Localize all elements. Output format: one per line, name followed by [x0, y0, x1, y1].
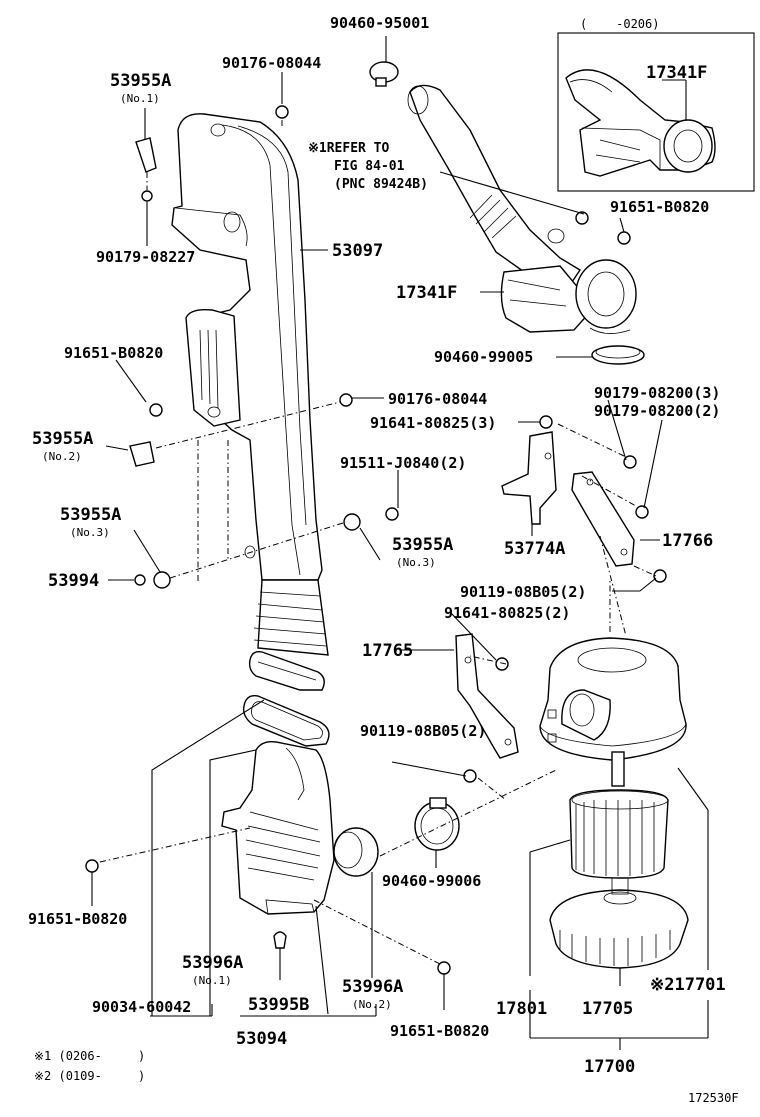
- label-53955A-no2-sub: (No.2): [42, 450, 82, 463]
- label-91651-B0820-bottom-left: 91651-B0820: [28, 910, 127, 928]
- label-53955A-no1-sub: (No.1): [120, 92, 160, 105]
- footnote-1: ※1 (0206- ): [34, 1049, 145, 1063]
- label-17801: 17801: [496, 999, 547, 1019]
- label-53955A-no2: 53955A: [32, 429, 93, 449]
- label-90460-99005: 90460-99005: [434, 348, 533, 366]
- label-53994: 53994: [48, 571, 99, 591]
- label-17341F-main: 17341F: [396, 283, 457, 303]
- label-17701: ※217701: [650, 975, 726, 995]
- label-53955A-no3-left-sub: (No.3): [70, 526, 110, 539]
- connector-hose: [333, 827, 379, 877]
- label-17766: 17766: [662, 531, 713, 551]
- label-91641-80825-3: 91641-80825(3): [370, 414, 496, 432]
- label-17765: 17765: [362, 641, 413, 661]
- label-91651-B0820-left: 91651-B0820: [64, 344, 163, 362]
- duct-53097: [171, 113, 329, 656]
- label-90119-08B05-right: 90119-08B05(2): [460, 583, 586, 601]
- label-91651-B0820-right: 91651-B0820: [610, 198, 709, 216]
- gaskets: [242, 650, 330, 747]
- label-90460-95001: 90460-95001: [330, 14, 429, 32]
- inset-box: [557, 32, 755, 192]
- hose-clamps: [369, 61, 645, 851]
- label-90179-08227: 90179-08227: [96, 248, 195, 266]
- label-refer-line2: FIG 84-01: [334, 159, 405, 174]
- label-90460-99006: 90460-99006: [382, 872, 481, 890]
- label-90179-08200-3: 90179-08200(3): [594, 384, 720, 402]
- label-53094: 53094: [236, 1029, 287, 1049]
- label-53955A-no3-left: 53955A: [60, 505, 121, 525]
- label-90176-08044-mid: 90176-08044: [388, 390, 487, 408]
- label-17700: 17700: [584, 1057, 635, 1077]
- intake-hose: [407, 84, 637, 334]
- label-53774A: 53774A: [504, 539, 565, 559]
- label-53996A-no1: 53996A: [182, 953, 243, 973]
- air-cleaner-17700: [539, 637, 689, 969]
- label-91641-80825-2: 91641-80825(2): [444, 604, 570, 622]
- figure-code: 172530F: [688, 1091, 739, 1105]
- housing-53094: [221, 740, 335, 915]
- label-17705: 17705: [582, 999, 633, 1019]
- label-90176-08044-top: 90176-08044: [222, 54, 321, 72]
- label-53955A-no3-right: 53955A: [392, 535, 453, 555]
- label-refer-line3: (PNC 89424B): [334, 177, 428, 192]
- label-53996A-no2-sub: (No.2): [352, 998, 392, 1011]
- label-53996A-no2: 53996A: [342, 977, 403, 997]
- label-91511-J0840: 91511-J0840(2): [340, 454, 466, 472]
- label-inset-date: ( -0206): [580, 17, 659, 31]
- brackets-upper: [501, 431, 635, 567]
- assembly-dashed-lines: [99, 120, 657, 965]
- label-refer-line1: ※1REFER TO: [308, 141, 390, 156]
- label-17341F-inset: 17341F: [646, 63, 707, 83]
- label-90119-08B05-left: 90119-08B05(2): [360, 722, 486, 740]
- label-90179-08200-2: 90179-08200(2): [594, 402, 720, 420]
- bracket-17765: [455, 633, 519, 759]
- label-53955A-no3-right-sub: (No.3): [396, 556, 436, 569]
- label-90034-60042: 90034-60042: [92, 998, 191, 1016]
- label-91651-B0820-bottom-mid: 91651-B0820: [390, 1022, 489, 1040]
- label-53097: 53097: [332, 241, 383, 261]
- label-53995B: 53995B: [248, 995, 309, 1015]
- footnote-2: ※2 (0109- ): [34, 1069, 145, 1083]
- leader-lines: [91, 36, 709, 1050]
- label-53955A-no1: 53955A: [110, 71, 171, 91]
- label-53996A-no1-sub: (No.1): [192, 974, 232, 987]
